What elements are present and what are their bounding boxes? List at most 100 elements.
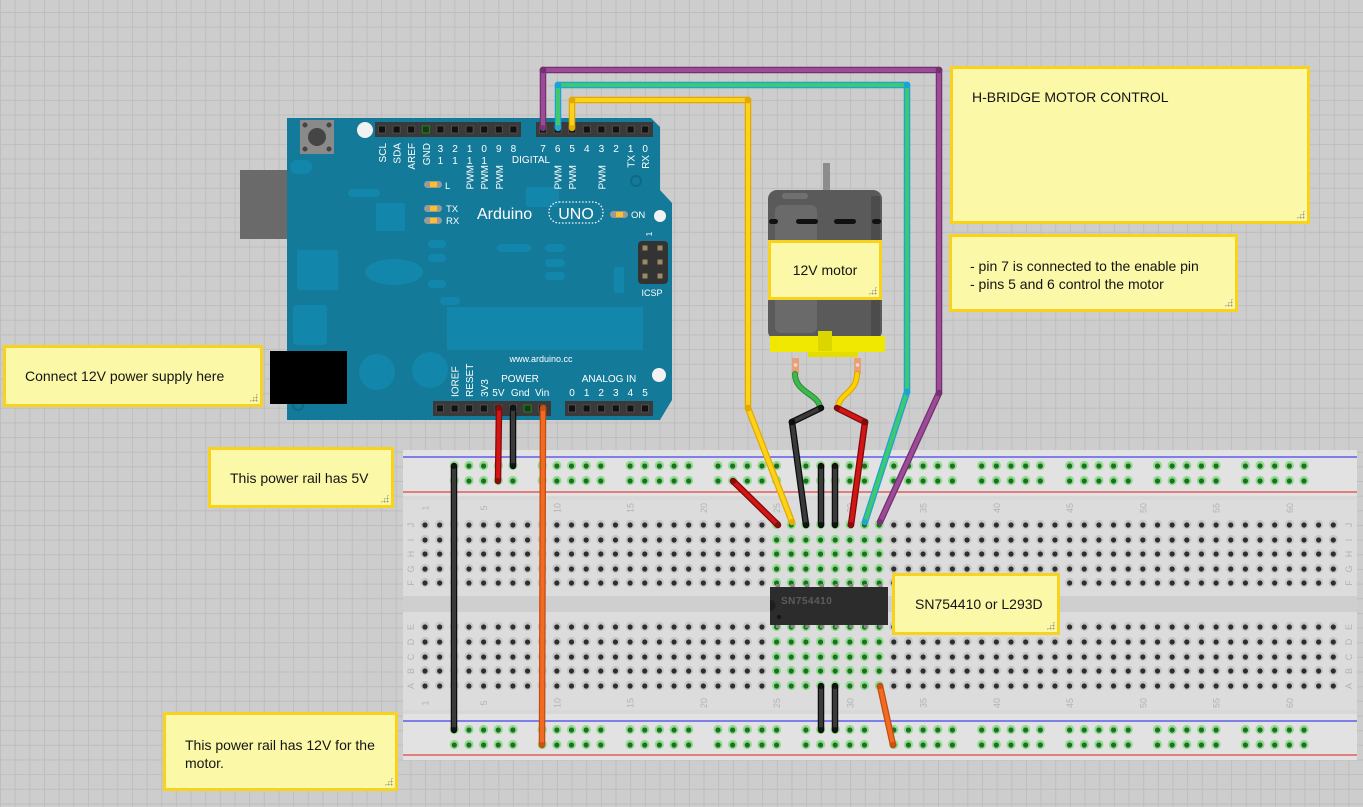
breadboard-hole[interactable]: [933, 548, 943, 559]
breadboard-hole[interactable]: [1108, 621, 1119, 632]
breadboard-hole[interactable]: [581, 534, 591, 545]
breadboard-hole[interactable]: [508, 665, 518, 676]
breadboard-hole[interactable]: [610, 519, 621, 530]
breadboard-hole[interactable]: [933, 665, 943, 676]
breadboard-hole[interactable]: [654, 534, 665, 545]
breadboard-hole[interactable]: [772, 548, 782, 559]
breadboard-hole[interactable]: [728, 724, 738, 735]
breadboard-hole[interactable]: [508, 651, 518, 662]
h-bridge-chip[interactable]: SN754410: [770, 584, 888, 628]
breadboard-hole[interactable]: [889, 636, 899, 647]
breadboard-hole[interactable]: [947, 636, 958, 647]
breadboard-hole[interactable]: [903, 724, 914, 735]
breadboard-hole[interactable]: [625, 577, 635, 588]
breadboard-hole[interactable]: [1270, 636, 1280, 647]
breadboard-hole[interactable]: [1182, 519, 1192, 530]
breadboard-hole[interactable]: [1211, 680, 1221, 691]
breadboard-hole[interactable]: [566, 665, 577, 676]
breadboard-hole[interactable]: [566, 680, 577, 691]
breadboard-hole[interactable]: [1182, 460, 1192, 471]
breadboard-hole[interactable]: [772, 680, 782, 691]
breadboard-hole[interactable]: [713, 724, 723, 735]
breadboard-hole[interactable]: [654, 548, 665, 559]
breadboard-hole[interactable]: [1240, 460, 1250, 471]
breadboard-hole[interactable]: [1299, 636, 1309, 647]
breadboard-hole[interactable]: [1299, 563, 1309, 574]
breadboard-hole[interactable]: [1255, 665, 1265, 676]
breadboard-hole[interactable]: [1314, 577, 1324, 588]
reset-button[interactable]: [300, 120, 334, 154]
breadboard-hole[interactable]: [1211, 665, 1221, 676]
wire-chip-gnd-top-1[interactable]: [817, 462, 825, 529]
breadboard-hole[interactable]: [1065, 460, 1075, 471]
breadboard-hole[interactable]: [552, 636, 562, 647]
icsp-pin[interactable]: [657, 259, 663, 265]
breadboard-hole[interactable]: [1123, 739, 1133, 750]
breadboard-hole[interactable]: [493, 739, 503, 750]
breadboard-hole[interactable]: [1079, 548, 1089, 559]
breadboard-hole[interactable]: [1255, 651, 1265, 662]
breadboard-hole[interactable]: [625, 621, 635, 632]
breadboard-hole[interactable]: [728, 739, 738, 750]
breadboard-hole[interactable]: [435, 577, 445, 588]
breadboard-hole[interactable]: [1255, 563, 1265, 574]
breadboard-hole[interactable]: [1299, 475, 1309, 486]
breadboard-hole[interactable]: [728, 665, 738, 676]
breadboard-hole[interactable]: [757, 636, 767, 647]
breadboard-hole[interactable]: [1123, 651, 1133, 662]
breadboard-hole[interactable]: [420, 665, 430, 676]
breadboard-hole[interactable]: [845, 548, 855, 559]
breadboard-hole[interactable]: [625, 651, 635, 662]
breadboard-hole[interactable]: [581, 577, 591, 588]
wire-5v-to-chip[interactable]: [729, 477, 782, 529]
breadboard-hole[interactable]: [493, 651, 503, 662]
breadboard-hole[interactable]: [596, 739, 606, 750]
breadboard-hole[interactable]: [1065, 724, 1075, 735]
breadboard-hole[interactable]: [1255, 636, 1265, 647]
breadboard-hole[interactable]: [1065, 475, 1075, 486]
breadboard-hole[interactable]: [903, 636, 914, 647]
breadboard-hole[interactable]: [1226, 577, 1236, 588]
breadboard-hole[interactable]: [1035, 563, 1045, 574]
breadboard-hole[interactable]: [1035, 651, 1045, 662]
breadboard-hole[interactable]: [933, 475, 943, 486]
breadboard-hole[interactable]: [903, 475, 914, 486]
header-pin[interactable]: [450, 404, 459, 413]
header-pin[interactable]: [509, 125, 518, 134]
breadboard-hole[interactable]: [933, 724, 943, 735]
breadboard-hole[interactable]: [1182, 475, 1192, 486]
breadboard-hole[interactable]: [449, 739, 459, 750]
breadboard-hole[interactable]: [654, 519, 665, 530]
breadboard-hole[interactable]: [1270, 460, 1280, 471]
breadboard-hole[interactable]: [640, 680, 650, 691]
breadboard-hole[interactable]: [1255, 548, 1265, 559]
breadboard-hole[interactable]: [625, 460, 635, 471]
breadboard-hole[interactable]: [684, 724, 694, 735]
breadboard-hole[interactable]: [1138, 519, 1148, 530]
breadboard-hole[interactable]: [1270, 577, 1280, 588]
breadboard-hole[interactable]: [684, 651, 694, 662]
breadboard-hole[interactable]: [1079, 636, 1089, 647]
breadboard-hole[interactable]: [581, 460, 591, 471]
breadboard-hole[interactable]: [493, 534, 503, 545]
breadboard-hole[interactable]: [1226, 534, 1236, 545]
breadboard-hole[interactable]: [640, 475, 650, 486]
breadboard-hole[interactable]: [742, 519, 752, 530]
breadboard-hole[interactable]: [991, 651, 1001, 662]
breadboard-hole[interactable]: [1211, 636, 1221, 647]
breadboard-hole[interactable]: [435, 665, 445, 676]
breadboard-hole[interactable]: [1065, 680, 1075, 691]
wire-motor-lead-black[interactable]: [788, 404, 825, 529]
breadboard-hole[interactable]: [508, 577, 518, 588]
breadboard-hole[interactable]: [640, 519, 650, 530]
breadboard-hole[interactable]: [1065, 739, 1075, 750]
breadboard-hole[interactable]: [1167, 460, 1177, 471]
breadboard-hole[interactable]: [640, 665, 650, 676]
breadboard-hole[interactable]: [610, 548, 621, 559]
breadboard-hole[interactable]: [1328, 651, 1338, 662]
wire-12v-to-chip[interactable]: [876, 682, 897, 749]
breadboard-hole[interactable]: [420, 563, 430, 574]
breadboard-hole[interactable]: [654, 724, 665, 735]
breadboard-hole[interactable]: [933, 519, 943, 530]
breadboard-hole[interactable]: [625, 739, 635, 750]
